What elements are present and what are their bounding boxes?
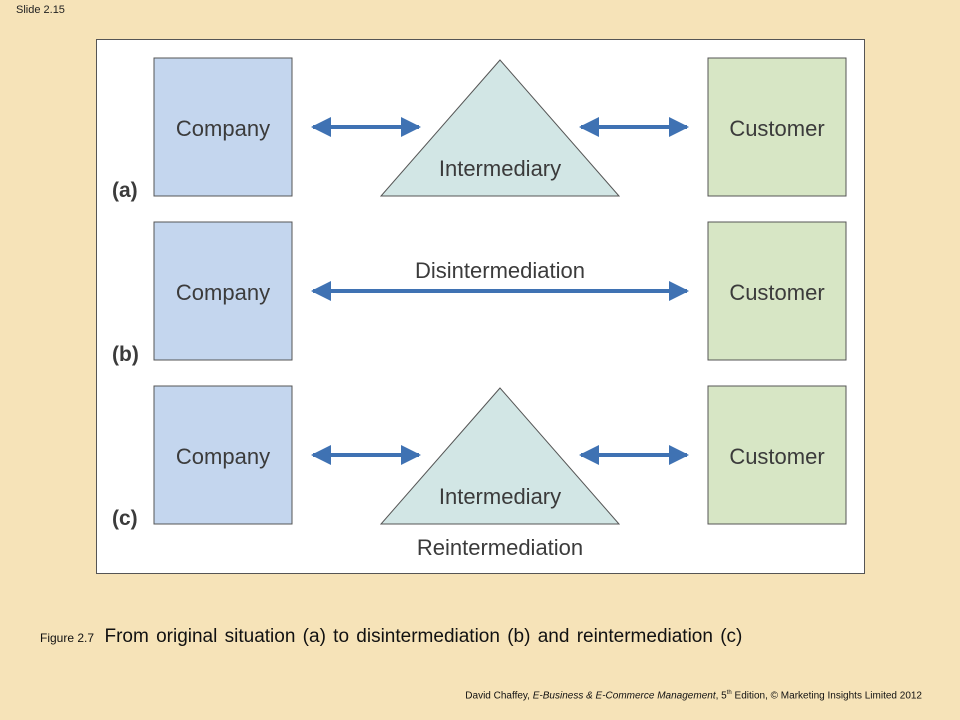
customer-box	[707, 221, 847, 361]
company-box	[153, 221, 293, 361]
customer-box	[707, 385, 847, 525]
footer-edition-number: 5	[721, 690, 727, 702]
intermediary-triangle	[379, 59, 621, 197]
footer-rest: Edition, © Marketing Insights Limited 20…	[734, 690, 922, 702]
customer-label: Customer	[729, 116, 824, 141]
row-c: Company Intermediary Customer (c) Reinte…	[112, 385, 847, 560]
company-label: Company	[176, 116, 270, 141]
customer-box	[707, 57, 847, 197]
disintermediation-label: Disintermediation	[415, 258, 585, 283]
intermediary-label: Intermediary	[439, 484, 561, 509]
figure-caption: Figure 2.7 From original situation (a) t…	[40, 626, 742, 648]
row-label: (c)	[112, 507, 138, 530]
footer-citation: David Chaffey, E-Business & E-Commerce M…	[465, 690, 922, 702]
customer-label: Customer	[729, 280, 824, 305]
diagram: Company Intermediary Customer (a) Compan…	[112, 57, 847, 560]
company-label: Company	[176, 280, 270, 305]
intermediary-triangle	[379, 387, 621, 525]
intermediary-label: Intermediary	[439, 156, 561, 181]
row-b: Company Disintermediation Customer (b)	[112, 221, 847, 366]
reintermediation-label: Reintermediation	[417, 535, 583, 560]
row-label: (a)	[112, 179, 138, 202]
footer-author: David Chaffey,	[465, 690, 530, 702]
footer-book-title: E-Business & E-Commerce Management	[532, 690, 716, 702]
row-label: (b)	[112, 343, 139, 366]
slide-number: Slide 2.15	[16, 4, 65, 16]
footer-edition-suffix: th	[726, 690, 732, 696]
company-box	[153, 385, 293, 525]
figure-frame: Company Intermediary Customer (a) Compan…	[96, 39, 865, 574]
row-a: Company Intermediary Customer (a)	[112, 57, 847, 202]
customer-label: Customer	[729, 444, 824, 469]
company-label: Company	[176, 444, 270, 469]
caption-text: From original situation (a) to disinterm…	[104, 626, 743, 647]
figure-number: Figure 2.7	[40, 631, 95, 645]
company-box	[153, 57, 293, 197]
